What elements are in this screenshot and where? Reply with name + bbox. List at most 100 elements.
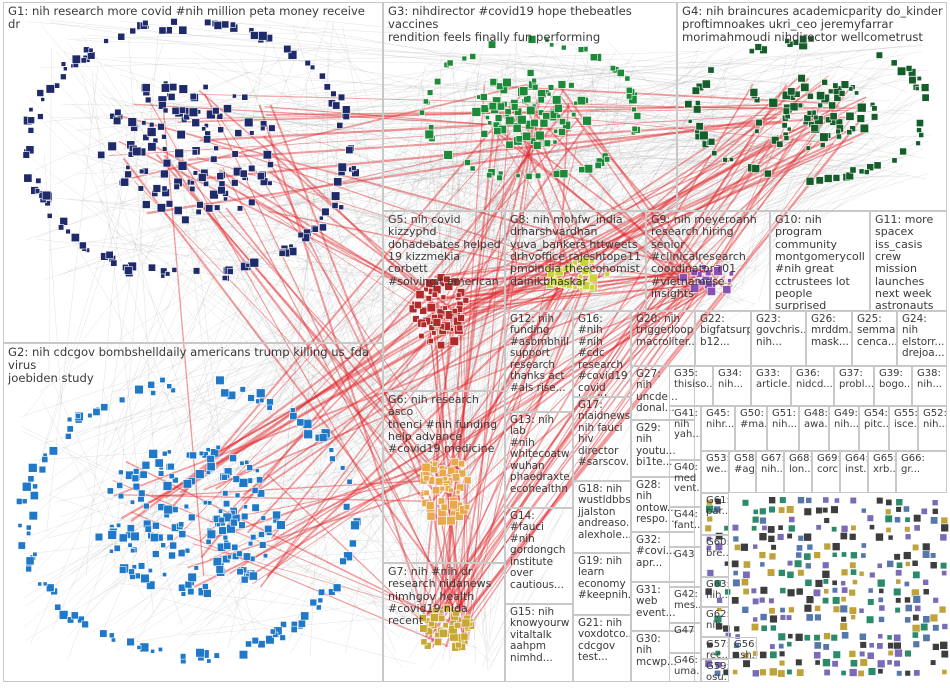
edge: [113, 31, 159, 567]
vertex: [246, 464, 254, 471]
edge: [439, 56, 442, 248]
group-label: G1: nih research more covid #nih million…: [8, 4, 369, 31]
vertex: [178, 530, 187, 538]
vertex: [221, 473, 228, 481]
vertex: [118, 533, 128, 543]
group-label: G20: nih triggerloop macroliter...: [636, 313, 695, 348]
vertex: [797, 569, 805, 577]
vertex: [170, 387, 176, 394]
inter-group-edge: [253, 197, 440, 310]
edge: [519, 137, 780, 142]
edge: [331, 64, 426, 487]
edge: [73, 58, 437, 444]
vertex: [265, 635, 275, 645]
edge: [286, 96, 856, 192]
vertex: [267, 161, 274, 168]
vertex: [25, 145, 35, 155]
vertex: [922, 588, 930, 596]
inter-group-edge: [246, 327, 439, 534]
edge: [753, 40, 801, 275]
vertex: [215, 444, 221, 451]
vertex: [803, 634, 811, 642]
edge: [160, 597, 416, 665]
vertex: [758, 596, 766, 604]
vertex: [867, 587, 874, 594]
edge: [64, 122, 460, 350]
edge: [199, 261, 470, 648]
vertex: [534, 172, 542, 179]
inter-group-edge: [435, 259, 551, 277]
inter-group-edge: [426, 287, 565, 616]
group-label: G44: fant...: [674, 509, 701, 531]
edge: [289, 164, 734, 278]
vertex: [769, 650, 778, 659]
vertex: [125, 164, 131, 170]
edge: [488, 147, 600, 468]
edge: [88, 35, 873, 89]
vertex: [41, 456, 49, 463]
edge: [419, 142, 564, 257]
vertex: [88, 47, 94, 53]
edge: [27, 107, 437, 513]
edge: [404, 77, 469, 532]
edge: [34, 73, 445, 239]
vertex: [152, 550, 160, 558]
edge: [399, 112, 691, 629]
vertex: [162, 481, 173, 491]
vertex: [333, 177, 343, 187]
vertex: [911, 624, 921, 633]
edge: [87, 47, 721, 560]
vertex: [168, 473, 175, 480]
vertex: [848, 589, 856, 597]
edge: [489, 70, 714, 474]
edge: [449, 65, 529, 294]
edge: [396, 111, 625, 307]
edge: [169, 177, 732, 287]
edge: [288, 46, 622, 153]
vertex: [256, 476, 264, 484]
vertex: [287, 50, 298, 60]
edge: [137, 386, 466, 471]
vertex: [419, 109, 425, 116]
vertex: [331, 202, 339, 209]
vertex: [87, 412, 93, 419]
vertex: [169, 83, 178, 92]
vertex: [191, 118, 201, 128]
group-panel-g58: G58: #ag...: [729, 451, 756, 493]
edge: [447, 159, 759, 283]
vertex: [797, 496, 805, 504]
vertex: [912, 640, 920, 648]
vertex: [832, 605, 841, 613]
edge: [482, 174, 744, 661]
group-panel-g16: G16: #nih #nih #cdc research #covid19 co…: [573, 311, 631, 397]
vertex: [903, 581, 910, 587]
vertex: [805, 595, 815, 604]
edge: [425, 74, 837, 460]
group-panel-g6: G6: nih research asco thenci #nih fundin…: [383, 391, 505, 563]
edge: [326, 143, 706, 185]
vertex: [315, 604, 322, 611]
vertex: [234, 492, 241, 499]
edge: [736, 166, 903, 269]
vertex: [758, 532, 768, 541]
edge: [143, 79, 510, 499]
edge: [172, 213, 455, 278]
vertex: [124, 266, 133, 275]
edge: [486, 88, 587, 251]
vertex: [23, 173, 33, 183]
edge: [491, 175, 586, 478]
edge: [301, 65, 458, 108]
edge: [252, 264, 619, 481]
vertex: [769, 643, 776, 650]
vertex: [137, 185, 144, 192]
vertex: [894, 607, 901, 614]
vertex: [42, 581, 48, 587]
edge: [67, 31, 332, 40]
edge: [75, 40, 930, 72]
edge: [353, 282, 564, 562]
edge: [263, 20, 870, 134]
vertex: [205, 538, 212, 545]
inter-group-edge: [151, 144, 422, 293]
group-panel-g63: G63: nih...: [701, 577, 729, 607]
